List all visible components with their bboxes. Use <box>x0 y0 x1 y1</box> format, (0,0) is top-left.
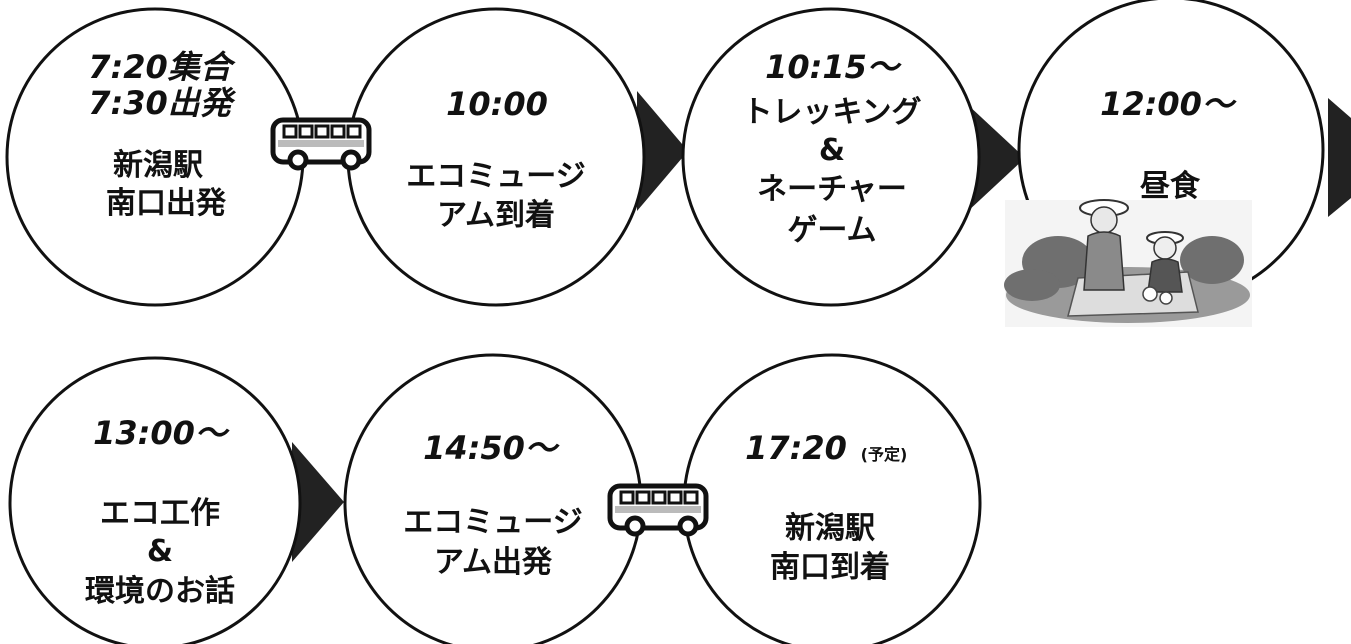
step-label: アム到着 <box>437 198 555 233</box>
step-label: アム出発 <box>434 545 553 580</box>
step-time: 12:00〜 <box>1100 85 1237 123</box>
step-circle-5 <box>8 356 302 644</box>
step-label: エコ工作 <box>100 496 220 531</box>
step-label: エコミュージ <box>406 159 585 194</box>
step-5: 13:00〜 エコ工作 & 環境のお話 <box>85 414 235 609</box>
picnic-illustration <box>1004 199 1252 327</box>
step-circle-6 <box>343 353 643 644</box>
bus-icon <box>607 483 709 537</box>
step-label: 環境のお話 <box>85 574 235 609</box>
step-6: 14:50〜 エコミュージ アム出発 <box>403 429 582 580</box>
step-label: 南口出発 <box>106 186 227 221</box>
step-time: 7:20集合 <box>88 48 236 86</box>
step-time: 10:15〜 <box>765 48 902 86</box>
step-2: 10:00 エコミュージ アム到着 <box>406 85 585 233</box>
step-circle-3 <box>681 7 981 307</box>
step-time: 13:00〜 <box>93 414 230 452</box>
step-time: 14:50〜 <box>423 429 560 467</box>
step-circle-2 <box>346 7 646 307</box>
step-3: 10:15〜 トレッキング & ネーチャー ゲーム <box>742 48 921 248</box>
arrow-right-icon <box>967 104 1025 212</box>
step-label: 新潟駅 <box>113 148 203 183</box>
step-time: 17:20 <box>745 429 847 467</box>
step-label: & <box>147 534 173 569</box>
step-4: 12:00〜 昼食 <box>1100 85 1237 204</box>
arrow-right-icon <box>1328 98 1351 217</box>
bus-icon <box>270 117 372 171</box>
arrow-right-icon <box>292 442 344 562</box>
step-label: 南口到着 <box>770 550 890 585</box>
step-7: 17:20 (予定) 新潟駅 南口到着 <box>745 429 907 585</box>
step-time: 7:30出発 <box>88 84 237 122</box>
step-time-note: (予定) <box>861 445 908 464</box>
step-label: 昼食 <box>1140 169 1201 204</box>
step-label: 新潟駅 <box>785 511 875 546</box>
step-label: トレッキング <box>742 95 921 130</box>
step-time: 10:00 <box>446 85 548 123</box>
step-label: エコミュージ <box>403 505 582 540</box>
step-label: ネーチャー <box>757 172 907 207</box>
step-1: 7:20集合 7:30出発 新潟駅 南口出発 <box>88 48 237 221</box>
step-label: & <box>819 133 845 168</box>
step-circle-7 <box>682 353 982 644</box>
step-label: ゲーム <box>787 213 876 248</box>
arrow-right-icon <box>637 91 688 211</box>
